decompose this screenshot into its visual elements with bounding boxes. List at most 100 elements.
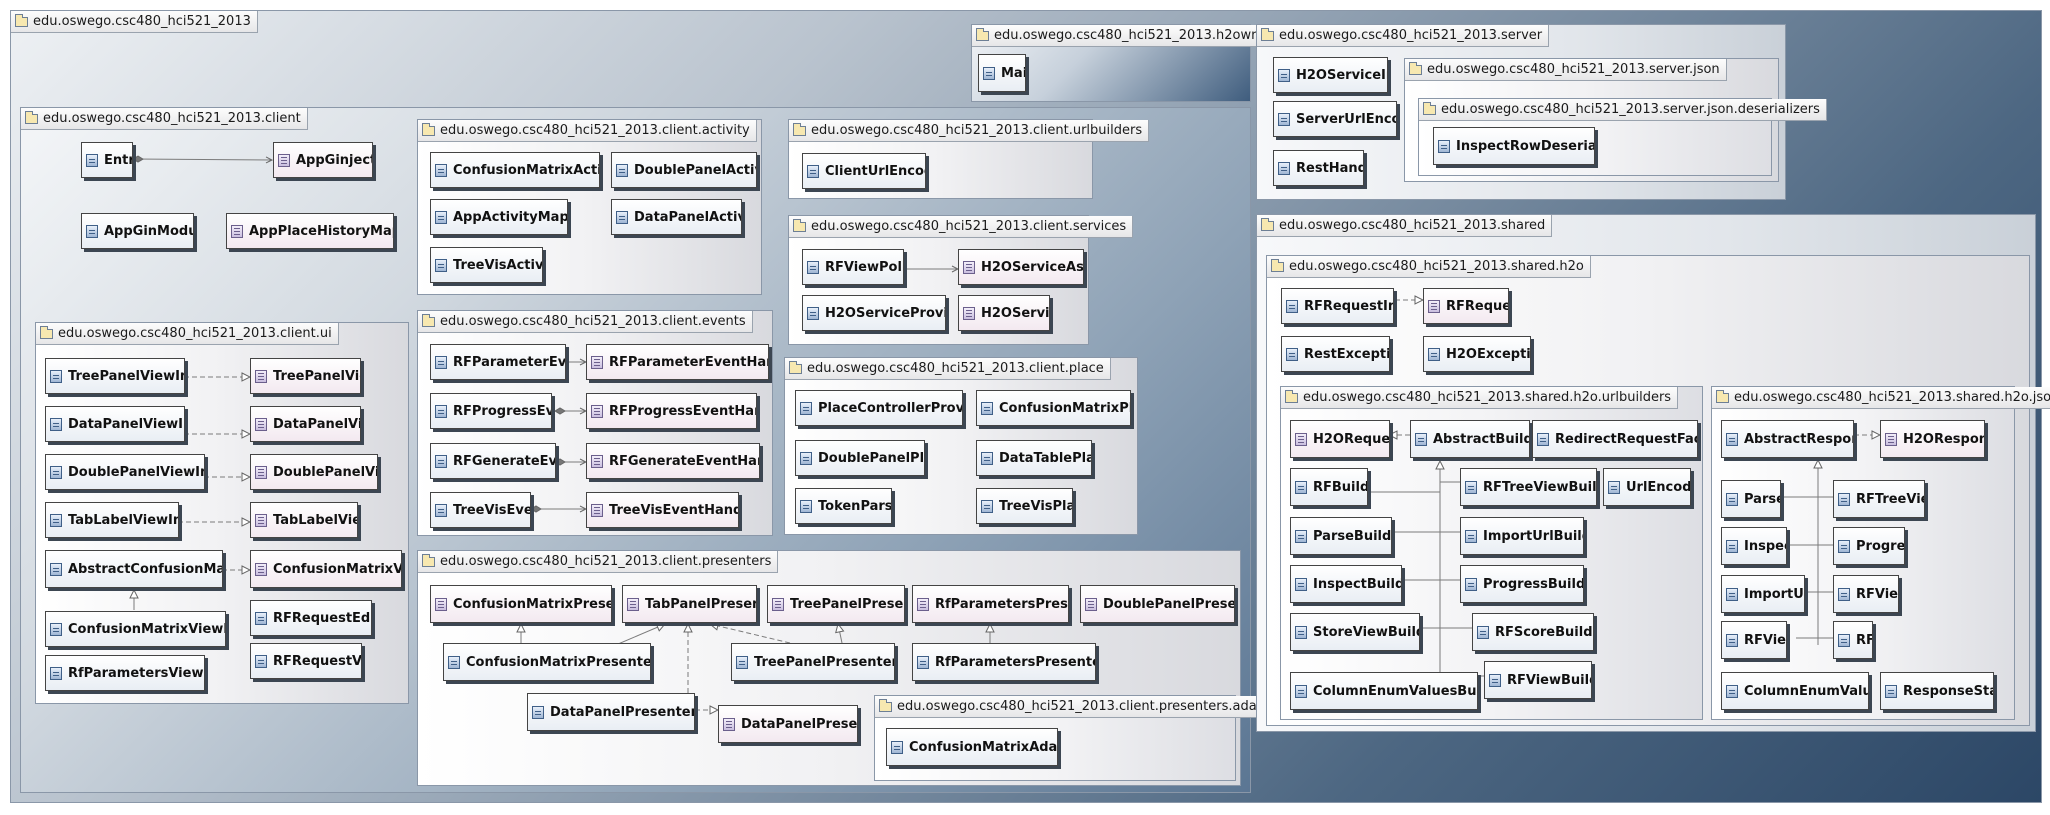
- class-progress[interactable]: Progress: [1833, 527, 1905, 565]
- class-rfrequestview[interactable]: RFRequestView: [250, 643, 362, 679]
- class-rfgenerateevent[interactable]: RFGenerateEvent: [430, 443, 556, 479]
- class-rfprogresseventhandler[interactable]: RFProgressEventHandler: [586, 393, 757, 429]
- class-h2oserviceprovider[interactable]: H2OServiceProvider: [802, 295, 946, 331]
- class-inspect[interactable]: Inspect: [1721, 527, 1787, 565]
- class-confusionmatrixactivity[interactable]: ConfusionMatrixActivity: [430, 152, 600, 188]
- class-progressbuilder[interactable]: ProgressBuilder: [1460, 565, 1584, 603]
- class-appginmodule[interactable]: AppGinModule: [81, 213, 194, 249]
- class-rftreeview[interactable]: RFTreeView: [1833, 480, 1925, 518]
- class-clienturlencoder[interactable]: ClientUrlEncoder: [802, 153, 926, 189]
- class-appginjector[interactable]: AppGinjector: [273, 142, 373, 178]
- class-rfgenerateeventhandler[interactable]: RFGenerateEventHandler: [586, 443, 760, 479]
- class-rfparameterevent[interactable]: RFParameterEvent: [430, 344, 566, 380]
- class-treepanelview[interactable]: TreePanelView: [250, 358, 361, 394]
- class-rfview-right[interactable]: RFView: [1833, 575, 1899, 613]
- class-inspectbuilder[interactable]: InspectBuilder: [1290, 565, 1402, 603]
- class-tablabelviewimpl[interactable]: TabLabelViewImpl: [45, 502, 179, 538]
- class-resthandler[interactable]: RestHandler: [1273, 150, 1364, 186]
- class-importurlbuilder[interactable]: ImportUrlBuilder: [1460, 517, 1584, 555]
- class-confusionmatrixpresenterimpl[interactable]: ConfusionMatrixPresenterImpl: [443, 643, 651, 681]
- class-rfparametersviewimpl[interactable]: RfParametersViewImpl: [45, 655, 205, 691]
- class-datatableplace[interactable]: DataTablePlace: [976, 440, 1092, 476]
- class-abstractbuilder[interactable]: AbstractBuilder: [1410, 420, 1530, 458]
- class-rfparametereventhandler[interactable]: RFParameterEventHandler: [586, 344, 769, 380]
- class-datapanelactivity[interactable]: DataPanelActivity: [611, 199, 742, 235]
- class-placecontrollerprovider[interactable]: PlaceControllerProvider: [795, 390, 963, 426]
- class-confusionmatrixview[interactable]: ConfusionMatrixView: [250, 550, 402, 588]
- class-confusionmatrixpresenter[interactable]: ConfusionMatrixPresenter: [430, 585, 612, 623]
- class-responsestatus[interactable]: ResponseStatus: [1880, 672, 1994, 710]
- class-parse[interactable]: Parse: [1721, 480, 1781, 518]
- class-doublepanelpresenter[interactable]: DoublePanelPresenter: [1080, 585, 1235, 623]
- class-datapanelview[interactable]: DataPanelView: [250, 406, 361, 442]
- class-rfview-left[interactable]: RFView: [1721, 621, 1787, 659]
- class-doublepanelview[interactable]: DoublePanelView: [250, 454, 378, 490]
- class-rfrequesteditor[interactable]: RFRequestEditor: [250, 600, 372, 636]
- class-rfrequestimpl[interactable]: RFRequestImpl: [1281, 288, 1394, 324]
- class-icon: [981, 401, 993, 415]
- class-treepanelpresenter[interactable]: TreePanelPresenter: [767, 585, 905, 623]
- class-tablabelview[interactable]: TabLabelView: [250, 502, 358, 538]
- class-urlencoder[interactable]: UrlEncoder: [1603, 468, 1691, 506]
- package-icon: [976, 27, 989, 41]
- class-confusionmatrixviewimpl[interactable]: ConfusionMatrixViewImpl: [45, 611, 226, 647]
- class-rfparameterspresenterimpl[interactable]: RfParametersPresenterImpl: [912, 643, 1096, 681]
- class-label: TabLabelViewImpl: [68, 512, 178, 528]
- class-h2oserviceasync[interactable]: H2OServiceAsync: [958, 249, 1084, 285]
- class-tabpanelpresenter[interactable]: TabPanelPresenter: [622, 585, 757, 623]
- class-treevisactivity[interactable]: TreeVisActivity: [430, 247, 543, 283]
- class-storeviewbuilder[interactable]: StoreViewBuilder: [1290, 613, 1420, 651]
- interface-icon: [435, 597, 447, 611]
- class-label: RFScoreBuilder: [1495, 624, 1593, 640]
- class-tokenparser[interactable]: TokenParser: [795, 488, 892, 524]
- class-doublepanelactivity[interactable]: DoublePanelActivity: [611, 152, 757, 188]
- class-rf[interactable]: RF: [1833, 621, 1873, 659]
- class-datapanelpresenter[interactable]: DataPanelPresenter: [718, 705, 858, 743]
- class-datapanelviewimpl[interactable]: DataPanelViewImpl: [45, 406, 185, 442]
- class-icon: [50, 622, 62, 636]
- class-rfprogressevent[interactable]: RFProgressEvent: [430, 393, 552, 429]
- class-h2orequest[interactable]: H2ORequest: [1290, 420, 1390, 458]
- class-treevisplace[interactable]: TreeVisPlace: [976, 488, 1073, 524]
- class-confusionmatrixadapter[interactable]: ConfusionMatrixAdapter: [886, 728, 1058, 766]
- class-rfscorebuilder[interactable]: RFScoreBuilder: [1472, 613, 1594, 651]
- class-icon: [800, 499, 812, 513]
- class-main[interactable]: Main: [978, 54, 1026, 92]
- class-columnenumvaluesbuilder[interactable]: ColumnEnumValuesBuilder: [1290, 672, 1478, 710]
- package-tab: edu.oswego.csc480_hci521_2013.shared.h2o…: [1712, 387, 2050, 409]
- class-treeviseventhandler[interactable]: TreeVisEventHandler: [586, 492, 739, 528]
- class-rfbuilder[interactable]: RFBuilder: [1290, 468, 1368, 506]
- class-doublepanelplace[interactable]: DoublePanelPlace: [795, 440, 925, 476]
- class-redirectrequestfactory[interactable]: RedirectRequestFactory: [1532, 420, 1698, 458]
- class-rfviewpoller[interactable]: RFViewPoller: [802, 249, 904, 285]
- class-entry[interactable]: Entry: [81, 142, 133, 178]
- class-abstractresponse[interactable]: AbstractResponse: [1721, 420, 1854, 458]
- class-rfparameterspresenter[interactable]: RfParametersPresenter: [912, 585, 1069, 623]
- class-restexception[interactable]: RestException: [1281, 336, 1390, 372]
- class-h2oserviceimpl[interactable]: H2OServiceImpl: [1273, 57, 1388, 93]
- class-label: H2OService: [981, 305, 1050, 321]
- interface-icon: [591, 404, 603, 418]
- class-datapanelpresenterimpl[interactable]: DataPanelPresenterImpl: [527, 693, 695, 731]
- class-confusionmatrixplace[interactable]: ConfusionMatrixPlace: [976, 390, 1131, 426]
- class-inspectrowdeserializer[interactable]: InspectRowDeserializer: [1433, 127, 1595, 165]
- class-columnenumvalues[interactable]: ColumnEnumValues: [1721, 672, 1869, 710]
- class-treepanelviewimpl[interactable]: TreePanelViewImpl: [45, 358, 185, 394]
- class-serverurlencoder[interactable]: ServerUrlEncoder: [1273, 101, 1397, 137]
- class-rfrequest[interactable]: RFRequest: [1423, 288, 1509, 324]
- class-treepanelpresenterimpl[interactable]: TreePanelPresenterImpl: [731, 643, 895, 681]
- class-h2oexception[interactable]: H2OException: [1423, 336, 1531, 372]
- class-appplacehistorymapper[interactable]: AppPlaceHistoryMapper: [226, 213, 394, 249]
- class-rfviewbuilder[interactable]: RFViewBuilder: [1484, 661, 1592, 699]
- class-importurl[interactable]: ImportUrl: [1721, 575, 1805, 613]
- class-treevisevent[interactable]: TreeVisEvent: [430, 492, 531, 528]
- class-h2oservice[interactable]: H2OService: [958, 295, 1050, 331]
- class-rftreeviewbuilder[interactable]: RFTreeViewBuilder: [1460, 468, 1597, 506]
- class-appactivitymapper[interactable]: AppActivityMapper: [430, 199, 568, 235]
- class-abstractconfusionmatrix[interactable]: AbstractConfusionMatrix: [45, 550, 223, 588]
- class-h2oresponse[interactable]: H2OResponse: [1880, 420, 1985, 458]
- class-parsebuilder[interactable]: ParseBuilder: [1290, 517, 1392, 555]
- package-label: edu.oswego.csc480_hci521_2013.client.ser…: [811, 218, 1127, 234]
- class-doublepanelviewimpl[interactable]: DoublePanelViewImpl: [45, 454, 205, 490]
- class-label: RFParameterEvent: [453, 354, 566, 370]
